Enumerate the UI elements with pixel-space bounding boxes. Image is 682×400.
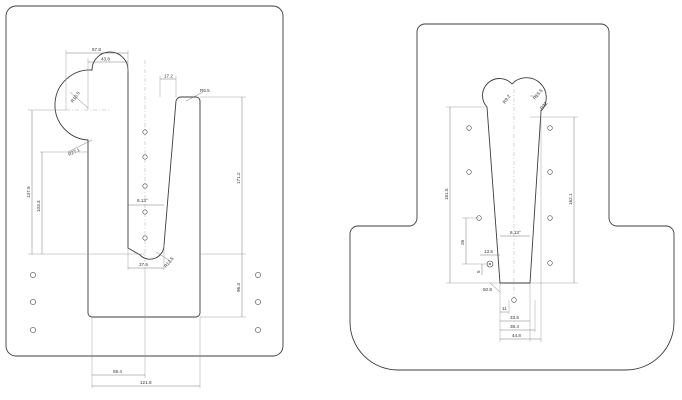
- dim-width-bottom-inner: 59.4: [113, 369, 122, 374]
- dim-right-bottom-w1: 33.5: [510, 315, 519, 320]
- dim-height-right-upper: 171.2: [236, 172, 241, 184]
- dim-angle-slot: 8.13°: [137, 198, 148, 203]
- dim-top-width-inner: 43.8: [101, 57, 110, 62]
- dim-right-radius-small: R22: [539, 101, 549, 111]
- dim-right-radius-right-top: R15.5: [532, 88, 544, 101]
- left-plate-outline: [5, 5, 284, 357]
- right-holes: [466, 125, 553, 303]
- right-view: R9.2 R15.5 R22 181.5 162.1 8.13° 26 13.5…: [349, 23, 675, 371]
- dim-right-bottom-w2: 38.4: [510, 324, 519, 329]
- right-plate-outline: [349, 23, 675, 371]
- dim-right-angle-slot: 8.13°: [510, 230, 521, 235]
- dim-height-left-outer: 137.9: [26, 186, 31, 198]
- left-cutout-profile: [54, 51, 201, 318]
- dim-top-width-outer: 67.8: [92, 47, 101, 52]
- left-view: 67.8 43.8 17.2 R6.5 R16.5 R27.1 137.9 10…: [5, 5, 284, 388]
- dim-right-height-left: 181.5: [444, 188, 449, 200]
- dim-width-bottom-outer: 121.8: [140, 380, 152, 385]
- dim-right-hole-offset: 13.5: [484, 249, 493, 254]
- dim-right-slot-bottom: 50.8: [483, 287, 492, 292]
- left-center-holes: [142, 129, 148, 241]
- dim-height-right-lower: 96.3: [236, 283, 241, 292]
- dim-right-bottom-small: 11: [502, 306, 507, 311]
- dim-right-bottom-w3: 44.8: [512, 333, 521, 338]
- left-side-holes: [30, 272, 261, 333]
- dim-right-radius-left-top: R9.2: [502, 93, 512, 104]
- dim-radius-top-right: R6.5: [200, 88, 210, 93]
- dim-right-hole-height: 26: [460, 239, 465, 245]
- dim-slot-bottom-width: 37.5: [139, 262, 148, 267]
- dim-slot-top-width: 17.2: [164, 74, 173, 79]
- dim-right-height-right: 162.1: [568, 193, 573, 205]
- dim-right-small: 5: [476, 270, 481, 273]
- dim-height-left-inner: 103.3: [36, 200, 41, 212]
- dim-radius-slot-bottom: R12.5: [163, 256, 175, 269]
- right-slot-profile: [482, 77, 547, 284]
- dim-radius-lobe: R16.5: [70, 90, 81, 103]
